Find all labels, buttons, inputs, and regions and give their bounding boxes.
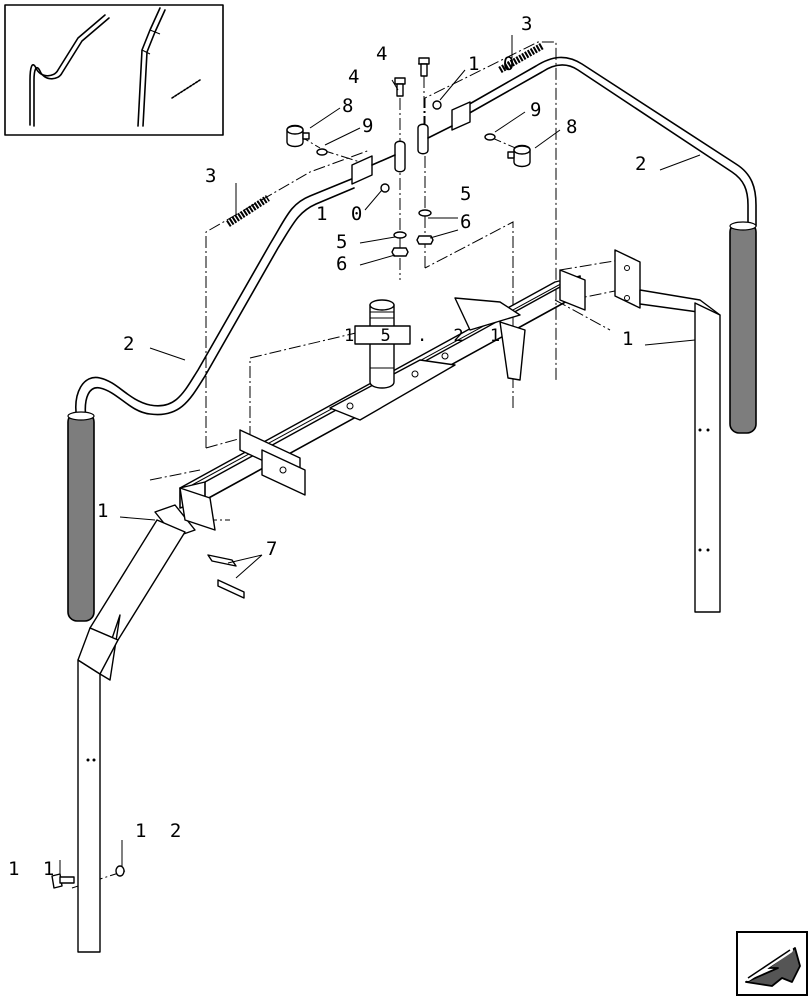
previous-page-arrow-icon[interactable]: [736, 931, 808, 996]
callout-washer-right: 5: [460, 183, 477, 205]
spring-left: [226, 195, 270, 227]
callout-clips: 7: [266, 538, 283, 560]
callout-washer-left: 5: [336, 231, 353, 253]
washer-12: [115, 865, 125, 877]
callout-spring-left: 3: [205, 165, 222, 187]
callout-knob-left: 8: [342, 95, 359, 117]
clamp-right: [417, 101, 471, 155]
handle-bar-right: [465, 56, 757, 227]
knob-right: [507, 144, 531, 168]
callout-frame-left: 1: [97, 500, 114, 522]
callout-washer-bottom: 1 2: [135, 820, 187, 842]
callout-labels: 1 1 2 2 3 3 4 4 5 5 6 6 7 8 8 9 9 1 0 1 …: [8, 13, 652, 880]
clamp-left: [351, 140, 406, 185]
callout-nut-right: 6: [460, 211, 477, 233]
callout-bushing-lower: 1 0: [316, 203, 368, 225]
nut-6-right: [416, 235, 434, 245]
clips-7: [207, 554, 245, 599]
callout-ref-box: 1 5 . 2 1: [344, 326, 508, 346]
frame-leg-right: [639, 289, 721, 613]
callout-bolt-lower: 4: [348, 66, 365, 88]
callout-bolt-bottom: 1 1: [8, 858, 60, 880]
part-overview-inset: [4, 4, 224, 136]
callout-washer9-left: 9: [362, 115, 379, 137]
nut-6-left: [391, 247, 409, 257]
callout-bar-right: 2: [635, 153, 652, 175]
bolt-4-lower: [394, 77, 406, 97]
leader-lines: [59, 35, 701, 875]
callout-bolt-upper: 4: [376, 43, 393, 65]
grip-left: [67, 411, 95, 622]
grip-right: [729, 221, 757, 434]
callout-washer9-right: 9: [530, 99, 547, 121]
bolt-11: [51, 873, 75, 889]
construction-lines: [71, 41, 621, 889]
callout-bar-left: 2: [123, 333, 140, 355]
crossbar: [154, 249, 641, 538]
callout-knob-right: 8: [566, 116, 583, 138]
washer-5-left: [393, 231, 407, 239]
knob-left: [286, 124, 310, 148]
bushing-10-upper: [432, 100, 442, 110]
frame-leg-left: [77, 519, 186, 953]
washer-9-left: [316, 148, 328, 156]
callout-spring-right: 3: [521, 13, 538, 35]
bolt-4-upper: [418, 57, 430, 77]
washer-5-right: [418, 209, 432, 217]
spring-right: [498, 42, 544, 74]
handle-bar-left: [75, 177, 355, 421]
washer-9-right: [484, 133, 496, 141]
callout-bushing-upper: 1 0: [468, 53, 520, 75]
bushing-10-lower: [380, 183, 390, 193]
callout-nut-left: 6: [336, 253, 353, 275]
callout-frame-right: 1: [622, 328, 639, 350]
